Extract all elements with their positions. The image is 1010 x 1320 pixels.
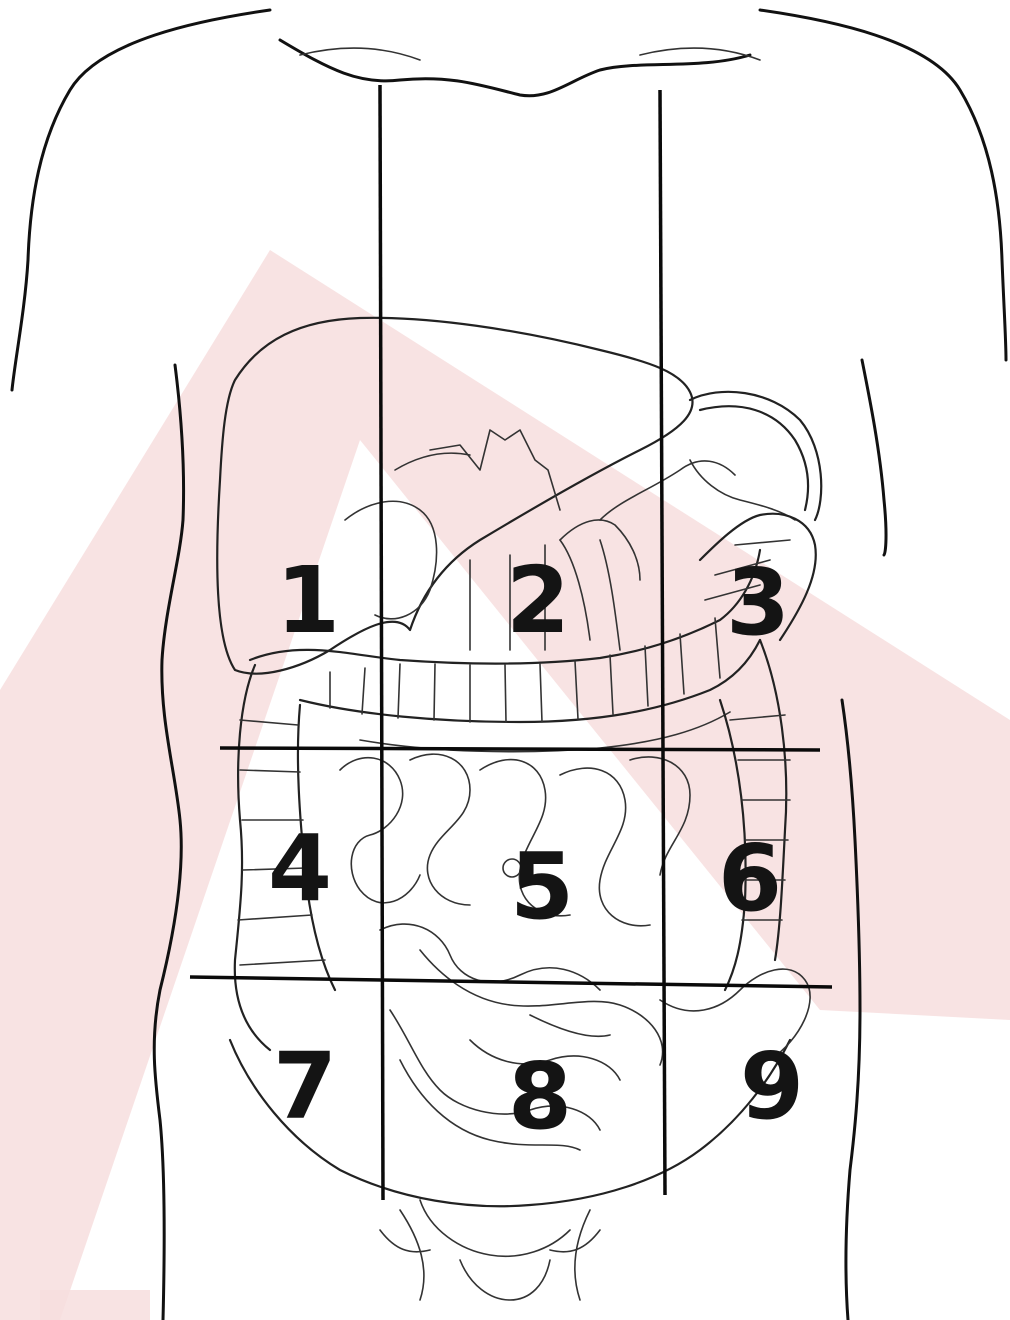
region-label-4: 4 [268, 815, 332, 922]
region-label-7: 7 [273, 1033, 337, 1140]
region-label-2: 2 [506, 547, 570, 654]
watermark-logo [0, 250, 1010, 1320]
region-label-1: 1 [276, 547, 340, 654]
upper-horizontal-line [220, 748, 820, 750]
region-label-5: 5 [510, 833, 574, 940]
right-vertical-line [660, 90, 665, 1195]
region-label-9: 9 [740, 1033, 804, 1140]
left-vertical-line [380, 85, 383, 1200]
region-label-6: 6 [718, 825, 782, 932]
region-label-3: 3 [726, 549, 790, 656]
region-label-8: 8 [508, 1043, 572, 1150]
